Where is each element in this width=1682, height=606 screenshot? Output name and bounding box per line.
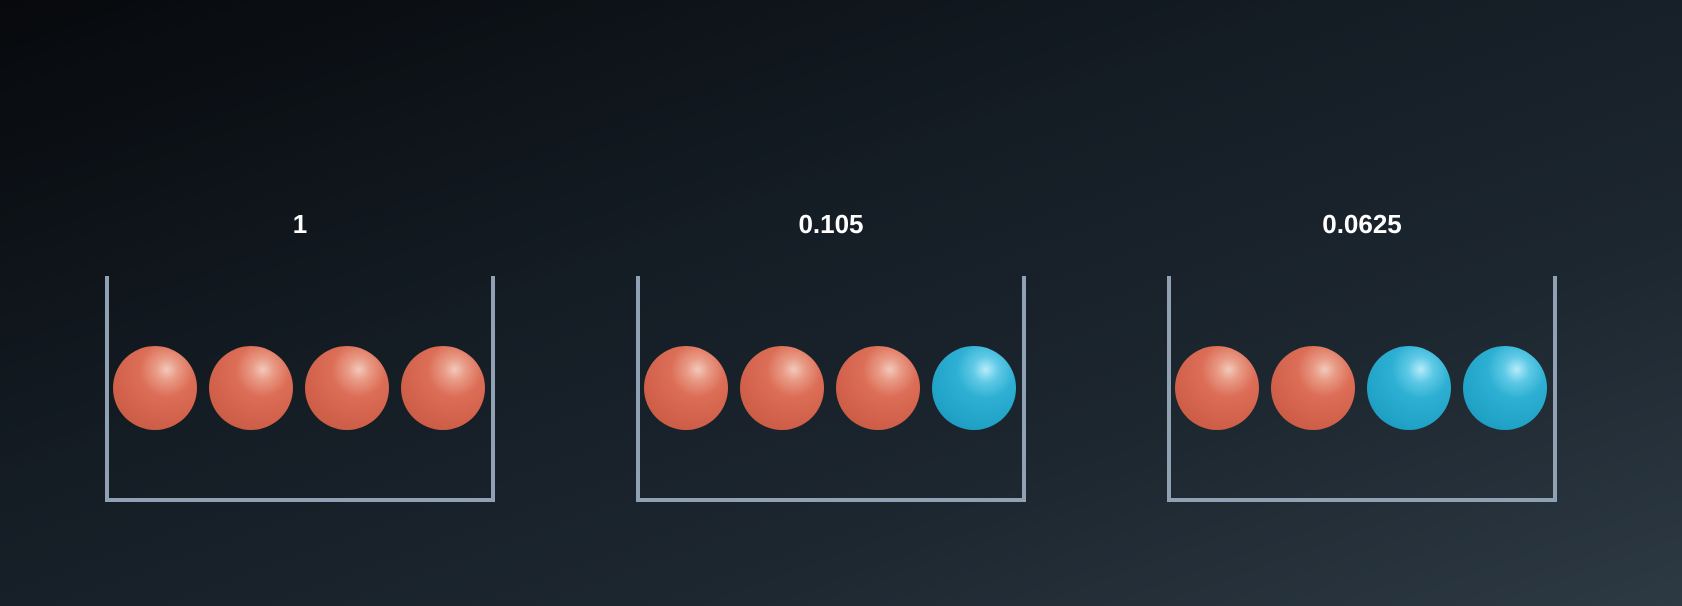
blue-ball xyxy=(932,346,1016,430)
red-ball xyxy=(305,346,389,430)
group-3: 0.0625 xyxy=(1167,0,1557,606)
red-ball xyxy=(740,346,824,430)
group-value-label: 0.0625 xyxy=(1322,209,1402,239)
red-ball xyxy=(401,346,485,430)
red-ball xyxy=(644,346,728,430)
ball-row xyxy=(1175,346,1547,430)
group-value-label: 0.105 xyxy=(798,209,864,239)
ball-container xyxy=(105,276,495,502)
blue-ball xyxy=(1367,346,1451,430)
red-ball xyxy=(836,346,920,430)
ball-row xyxy=(113,346,485,430)
red-ball xyxy=(1175,346,1259,430)
red-ball xyxy=(1271,346,1355,430)
ball-container xyxy=(1167,276,1557,502)
red-ball xyxy=(113,346,197,430)
blue-ball xyxy=(1463,346,1547,430)
red-ball xyxy=(209,346,293,430)
ball-container xyxy=(636,276,1026,502)
group-value-label: 1 xyxy=(292,209,308,239)
ball-row xyxy=(644,346,1016,430)
group-1: 1 xyxy=(105,0,495,606)
group-2: 0.105 xyxy=(636,0,1026,606)
